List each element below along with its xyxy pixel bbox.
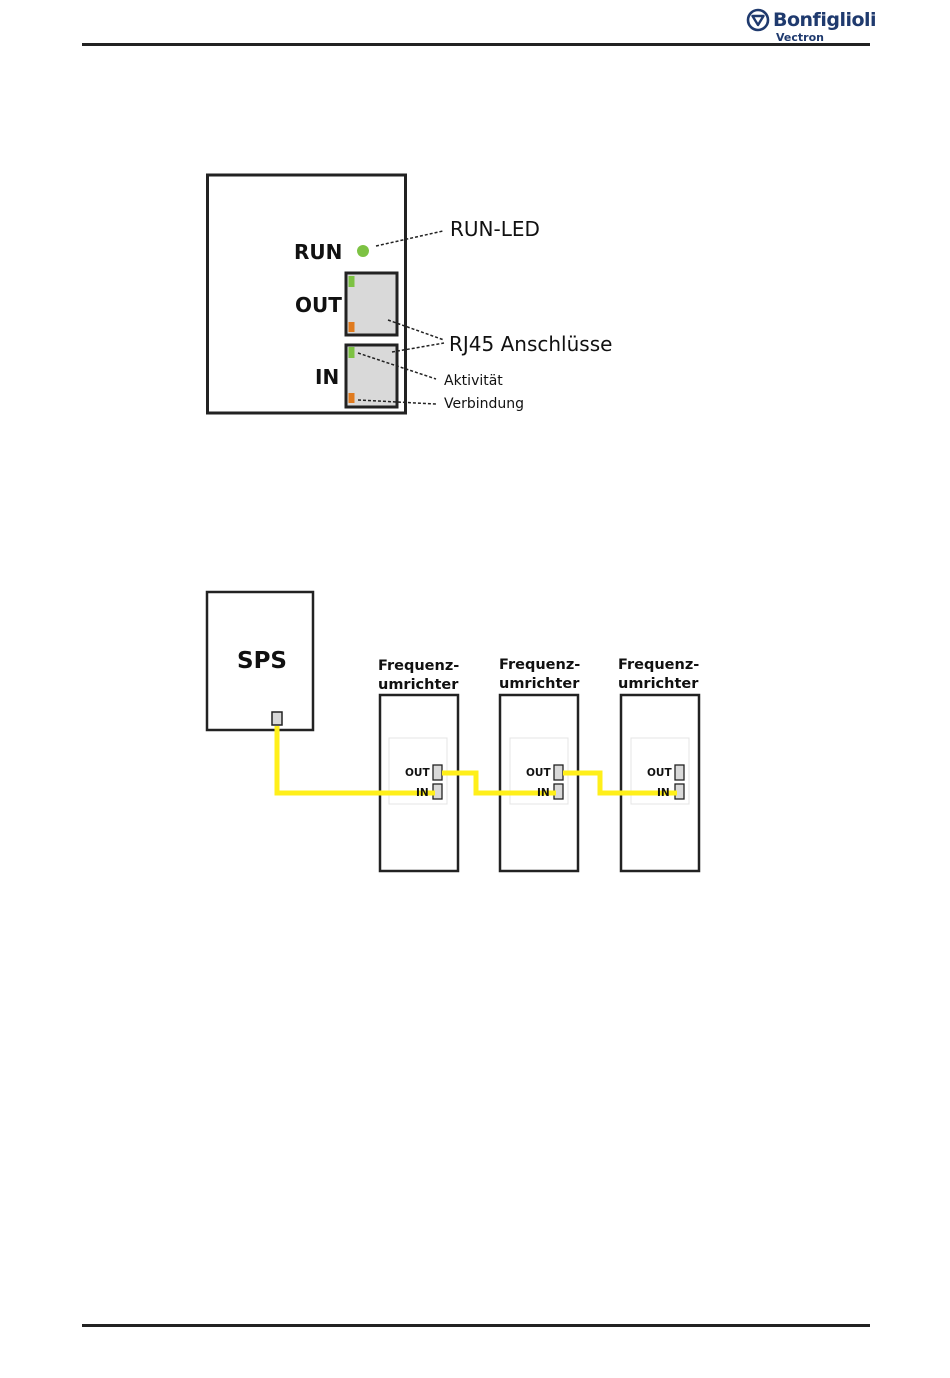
inverter-2-in-label: IN xyxy=(537,787,550,799)
callout-link: Verbindung xyxy=(444,396,524,412)
inverter-2-title-line1: Frequenz- xyxy=(499,656,580,675)
in-port-activity-led-icon xyxy=(349,347,355,358)
inverter-3-title-line2: umrichter xyxy=(618,675,699,694)
inverter-3-out-label: OUT xyxy=(647,767,672,779)
figure-daisy-chain xyxy=(0,560,950,900)
run-label: RUN xyxy=(294,240,342,264)
inverter-3-in-label: IN xyxy=(657,787,670,799)
inverter-1-title-line1: Frequenz- xyxy=(378,657,459,676)
inverter-1-title: Frequenz- umrichter xyxy=(378,657,459,695)
inverter-1-title-line2: umrichter xyxy=(378,676,459,695)
footer-rule xyxy=(82,1324,870,1327)
callout-rj45: RJ45 Anschlüsse xyxy=(449,332,612,356)
inverter-2-out-port xyxy=(554,765,563,780)
inverter-1-out-port xyxy=(433,765,442,780)
inverter-2-title-line2: umrichter xyxy=(499,675,580,694)
inverter-2-title: Frequenz- umrichter xyxy=(499,656,580,694)
inverter-3-title-line1: Frequenz- xyxy=(618,656,699,675)
plc-port xyxy=(272,712,282,725)
inverter-3-out-port xyxy=(675,765,684,780)
inverter-1-in-label: IN xyxy=(416,787,429,799)
out-port-activity-led-icon xyxy=(349,276,355,287)
callout-activity: Aktivität xyxy=(444,373,503,389)
out-label: OUT xyxy=(295,293,342,317)
in-label: IN xyxy=(315,365,339,389)
inverter-1-out-label: OUT xyxy=(405,767,430,779)
in-port-link-led-icon xyxy=(349,393,355,403)
plc-label: SPS xyxy=(237,648,287,674)
inverter-2-out-label: OUT xyxy=(526,767,551,779)
inverter-3-title: Frequenz- umrichter xyxy=(618,656,699,694)
run-led-icon xyxy=(357,245,369,257)
callout-run-led: RUN-LED xyxy=(450,217,540,241)
out-port-link-led-icon xyxy=(349,322,355,332)
